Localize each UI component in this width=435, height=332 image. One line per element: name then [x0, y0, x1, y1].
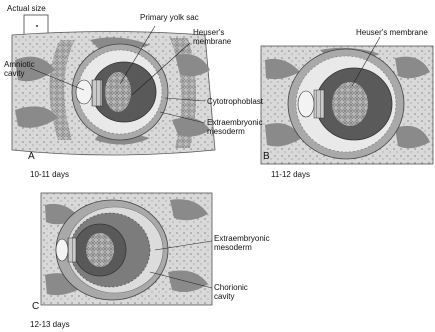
panel-b-illustration: [261, 46, 433, 164]
chorionic-cavity-label: Chorionic cavity: [214, 283, 254, 301]
extraembryonic-mesoderm-label-a: Extraembryonic mesoderm: [207, 118, 269, 136]
heusers-membrane-label-b: Heuser's membrane: [356, 28, 428, 37]
panel-c-caption: 12-13 days: [30, 320, 70, 329]
actual-size-label: Actual size: [7, 4, 46, 13]
amniotic-cavity-label: Amniotic cavity: [4, 60, 38, 78]
panel-a-illustration: [12, 32, 215, 156]
panel-c-letter: C: [32, 302, 39, 311]
extraembryonic-mesoderm-label-c: Extraembryonic mesoderm: [214, 234, 276, 252]
cytotrophoblast-label: Cytotrophoblast: [207, 97, 263, 106]
panel-a-letter: A: [28, 152, 35, 161]
panel-c-illustration: [41, 193, 212, 305]
panel-a-caption: 10-11 days: [30, 170, 69, 179]
primary-yolk-sac-label: Primary yolk sac: [140, 13, 199, 22]
panel-b-caption: 11-12 days: [271, 170, 310, 179]
panel-b-letter: B: [263, 152, 270, 161]
heusers-membrane-label-a: Heuser's membrane: [193, 28, 241, 46]
